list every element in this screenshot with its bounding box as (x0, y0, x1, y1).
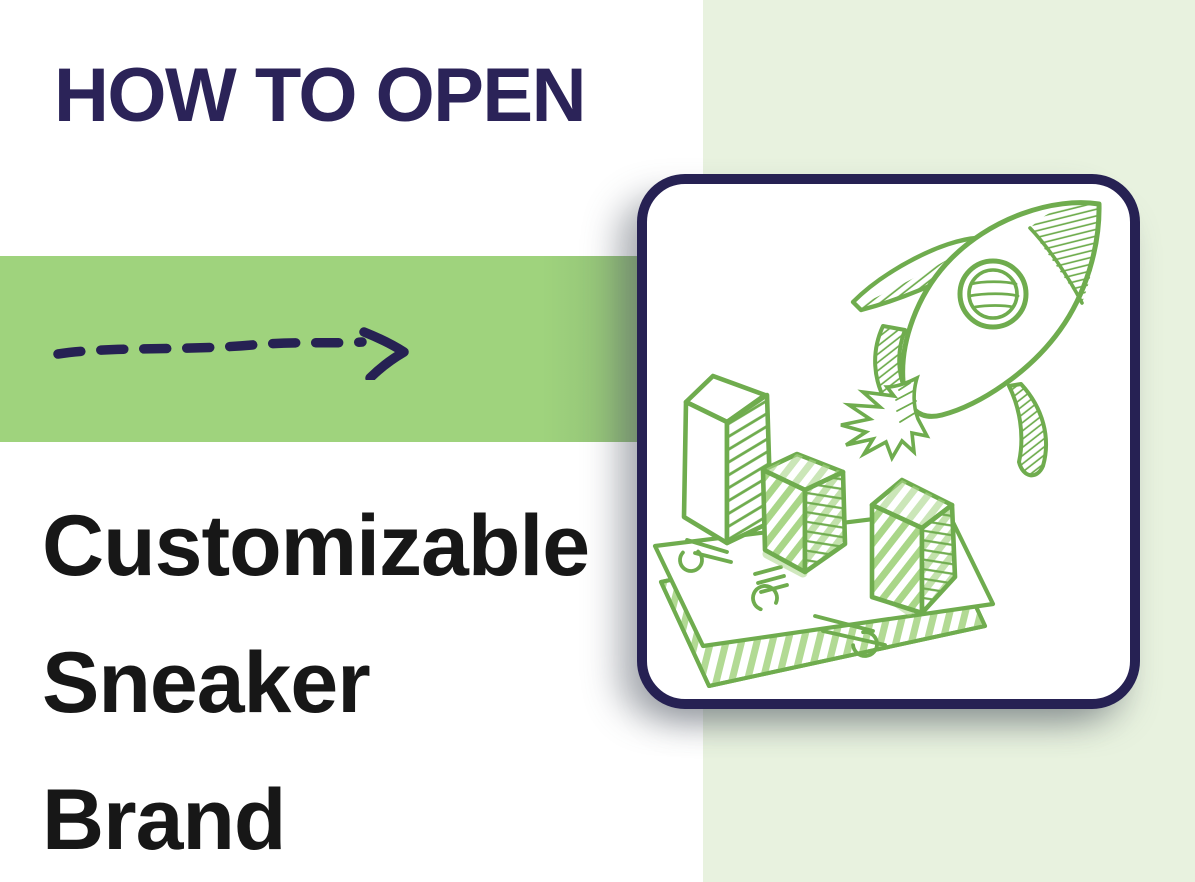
rocket-bar-chart-money-doodle-illustration (652, 200, 1102, 688)
dashed-arrow-icon (53, 327, 409, 380)
illustration-card (637, 174, 1140, 709)
headline-line: Customizable (42, 498, 590, 594)
page-title: HOW TO OPEN (54, 53, 587, 138)
bar-chart-doodle (681, 373, 958, 616)
headline-line: Brand (42, 772, 286, 868)
headline: Customizable Sneaker Brand (42, 478, 590, 882)
headline-line: Sneaker (42, 635, 371, 731)
rocket-doodle (840, 200, 1102, 478)
